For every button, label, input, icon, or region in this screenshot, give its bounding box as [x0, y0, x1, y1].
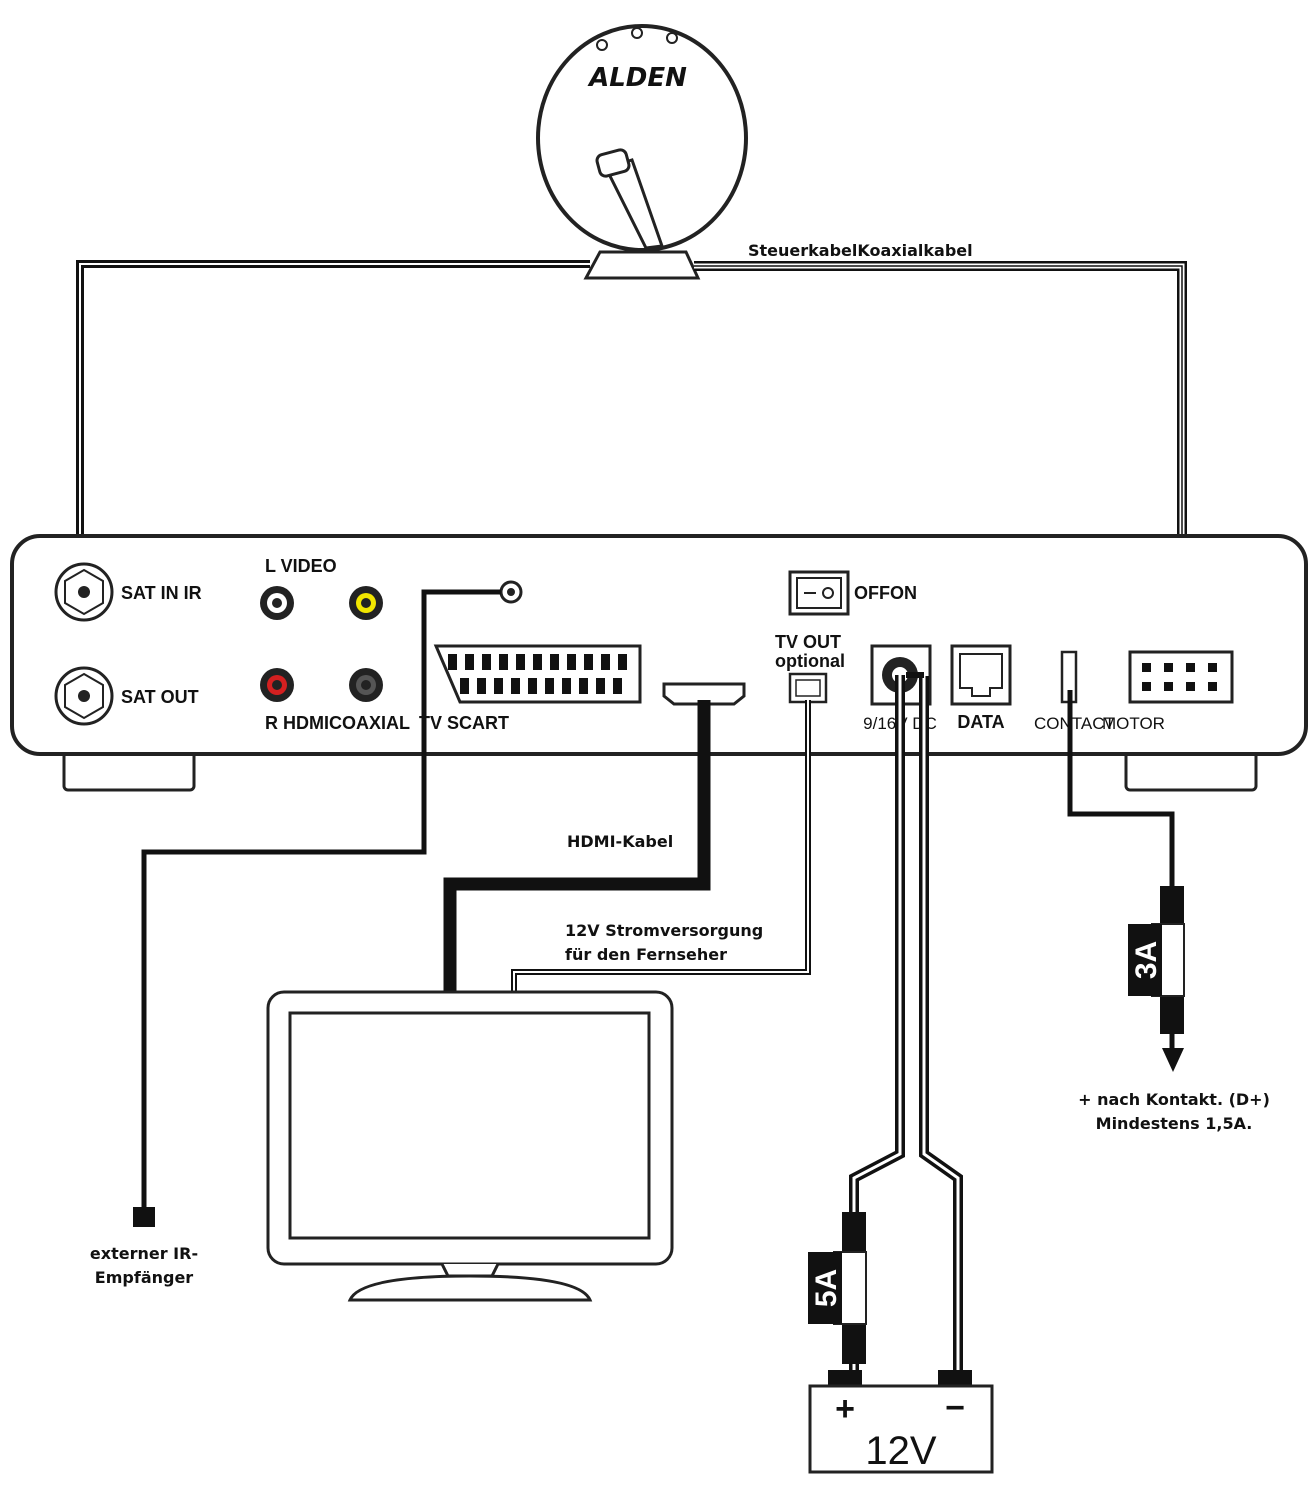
tv-scart-label: TV SCART	[419, 713, 509, 733]
tv-out-sub-label: optional	[775, 651, 845, 671]
scart-pin	[567, 654, 576, 670]
data-label: DATA	[957, 712, 1004, 732]
scart-pin	[579, 678, 588, 694]
sat-out-connector[interactable]	[54, 666, 114, 726]
sat-out-label: SAT OUT	[121, 687, 199, 707]
satellite-dish: ALDEN	[536, 24, 748, 280]
audio-left-jack[interactable]	[260, 586, 294, 620]
scart-pin	[596, 678, 605, 694]
scart-connector[interactable]	[433, 644, 642, 704]
contact-label: CONTACT	[1034, 714, 1115, 733]
switch-label: OFFON	[854, 583, 917, 603]
r-hdmi-label: R HDMI	[265, 713, 329, 733]
video-jack[interactable]	[349, 586, 383, 620]
television	[266, 990, 674, 1302]
motor-pin	[1164, 682, 1173, 691]
sat-in-label: SAT IN IR	[121, 583, 202, 603]
scart-pin	[460, 678, 469, 694]
contact-fuse-rating: 3A	[1130, 941, 1163, 979]
coaxial-jack[interactable]	[349, 668, 383, 702]
ir-receiver-label-2: Empfänger	[95, 1268, 194, 1287]
receiver-box	[10, 534, 1308, 792]
motor-pin	[1208, 663, 1217, 672]
motor-pin	[1142, 663, 1151, 672]
scart-pin	[562, 678, 571, 694]
hdmi-cable-label: HDMI-Kabel	[567, 832, 673, 851]
tv-power-label-1: 12V Stromversorgung	[565, 921, 763, 940]
contact-note-1: + nach Kontakt. (D+)	[1078, 1090, 1270, 1109]
battery-terminal-positive	[828, 1370, 862, 1386]
motor-pin	[1186, 663, 1195, 672]
scart-pin	[613, 678, 622, 694]
arrow-down-icon	[1162, 1048, 1184, 1072]
scart-pin	[499, 654, 508, 670]
hdmi-cable	[443, 700, 711, 992]
motor-connector[interactable]	[1128, 650, 1234, 704]
cable-label: SteuerkabelKoaxialkabel	[748, 241, 973, 260]
battery-plus-label: +	[835, 1390, 855, 1428]
scart-pin	[601, 654, 610, 670]
scart-pin	[584, 654, 593, 670]
power-cable-negative	[906, 672, 963, 1380]
battery: + − 12V	[808, 1370, 994, 1474]
power-switch[interactable]	[788, 570, 850, 616]
motor-label: MOTOR	[1102, 714, 1165, 733]
ir-receiver-icon	[133, 1207, 155, 1227]
ir-cable	[141, 589, 501, 1212]
scart-pin	[482, 654, 491, 670]
contact-fuse-3a: 3A	[1128, 886, 1185, 1034]
scart-pin	[477, 678, 486, 694]
battery-terminal-negative	[938, 1370, 972, 1386]
tv-out-label: TV OUT	[775, 632, 841, 652]
dish-brand-logo: ALDEN	[587, 63, 687, 93]
tv-power-label-2: für den Fernseher	[565, 945, 727, 964]
scart-pin	[516, 654, 525, 670]
battery-fuse-5a: 5A	[808, 1212, 867, 1364]
motor-pin	[1186, 682, 1195, 691]
tv-out-connector[interactable]	[788, 672, 828, 704]
sat-in-connector[interactable]	[54, 562, 114, 622]
motor-pin	[1164, 663, 1173, 672]
contact-note-2: Mindestens 1,5A.	[1096, 1114, 1253, 1133]
battery-fuse-rating: 5A	[810, 1269, 843, 1307]
scart-pin	[494, 678, 503, 694]
scart-pin	[511, 678, 520, 694]
data-port[interactable]	[950, 644, 1012, 706]
coax-cable-sat-in	[76, 260, 590, 590]
l-video-label: L VIDEO	[265, 556, 337, 576]
scart-pin	[618, 654, 627, 670]
ir-jack[interactable]	[499, 580, 523, 604]
battery-minus-label: −	[945, 1389, 965, 1427]
tv-power-cable	[511, 700, 811, 994]
motor-pin	[1208, 682, 1217, 691]
scart-pin	[528, 678, 537, 694]
scart-pin	[465, 654, 474, 670]
scart-pin	[545, 678, 554, 694]
ir-receiver-label-1: externer IR-	[90, 1244, 198, 1263]
scart-pin	[448, 654, 457, 670]
coaxial-label: COAXIAL	[329, 713, 410, 733]
motor-pin	[1142, 682, 1151, 691]
hdmi-port[interactable]	[662, 682, 746, 706]
scart-pin	[550, 654, 559, 670]
audio-right-jack[interactable]	[260, 668, 294, 702]
scart-pin	[533, 654, 542, 670]
battery-voltage-label: 12V	[865, 1429, 936, 1473]
